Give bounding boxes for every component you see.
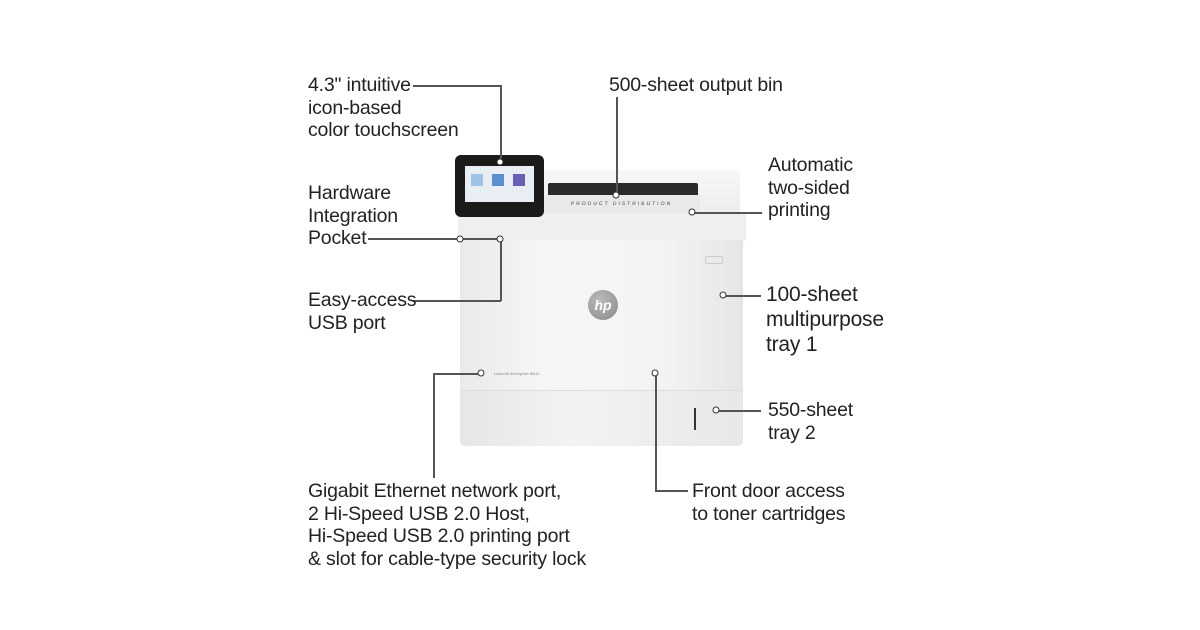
label-line: 500-sheet output bin — [609, 74, 783, 96]
printer-shoulder — [458, 212, 746, 242]
label-line: USB port — [308, 311, 386, 334]
label-line: multipurpose — [766, 308, 884, 331]
app-icon — [492, 174, 504, 186]
output-paper: PRODUCT DISTRIBUTION — [542, 195, 701, 213]
hp-logo: hp — [588, 290, 618, 320]
label-line: Hardware — [308, 182, 391, 204]
label-line: Front door access — [692, 480, 845, 502]
label-ports: Gigabit Ethernet network port, 2 Hi-Spee… — [308, 480, 586, 570]
label-output-bin: 500-sheet output bin — [609, 74, 783, 97]
paper-level-indicator — [694, 408, 696, 430]
label-line: Pocket — [308, 227, 367, 249]
label-tray2: 550-sheet tray 2 — [768, 399, 853, 444]
model-label: LaserJet Enterprise M611 — [494, 371, 540, 376]
label-line: two-sided — [768, 176, 850, 199]
paper-tray-2 — [460, 390, 743, 446]
label-touchscreen: 4.3" intuitive icon-based color touchscr… — [308, 74, 459, 142]
callout-dot — [456, 235, 464, 243]
label-line: & slot for cable-type security lock — [308, 547, 587, 570]
label-hip: Hardware Integration Pocket — [308, 182, 398, 250]
callout-dot — [651, 369, 659, 377]
label-line: Integration — [308, 204, 398, 227]
label-duplex: Automatic two-sided printing — [768, 154, 853, 222]
label-line: Gigabit Ethernet network port, — [308, 480, 562, 502]
touchscreen — [465, 166, 534, 202]
callout-dot — [496, 158, 504, 166]
app-icon — [513, 174, 525, 186]
callout-dot — [719, 291, 727, 299]
label-line: Automatic — [768, 154, 853, 176]
label-line: 550-sheet — [768, 399, 853, 421]
label-line: to toner cartridges — [692, 502, 846, 525]
label-line: 4.3" intuitive — [308, 74, 411, 96]
usb-port-cover — [705, 256, 723, 264]
label-line: tray 1 — [766, 333, 818, 356]
label-mp-tray: 100-sheet multipurpose tray 1 — [766, 282, 884, 357]
label-line: color touchscreen — [308, 119, 459, 141]
label-front-door: Front door access to toner cartridges — [692, 480, 846, 525]
label-usb: Easy-access USB port — [308, 289, 417, 334]
label-line: Easy-access — [308, 289, 417, 311]
label-line: 100-sheet — [766, 283, 858, 306]
callout-dot — [712, 406, 720, 414]
callout-dot — [496, 235, 504, 243]
label-line: tray 2 — [768, 421, 816, 444]
callout-dot — [477, 369, 485, 377]
callout-dot — [612, 191, 620, 199]
label-line: icon-based — [308, 96, 402, 119]
label-line: Hi-Speed USB 2.0 printing port — [308, 525, 570, 547]
callout-dot — [688, 208, 696, 216]
label-line: printing — [768, 199, 831, 221]
app-icon — [471, 174, 483, 186]
label-line: 2 Hi-Speed USB 2.0 Host, — [308, 502, 530, 525]
